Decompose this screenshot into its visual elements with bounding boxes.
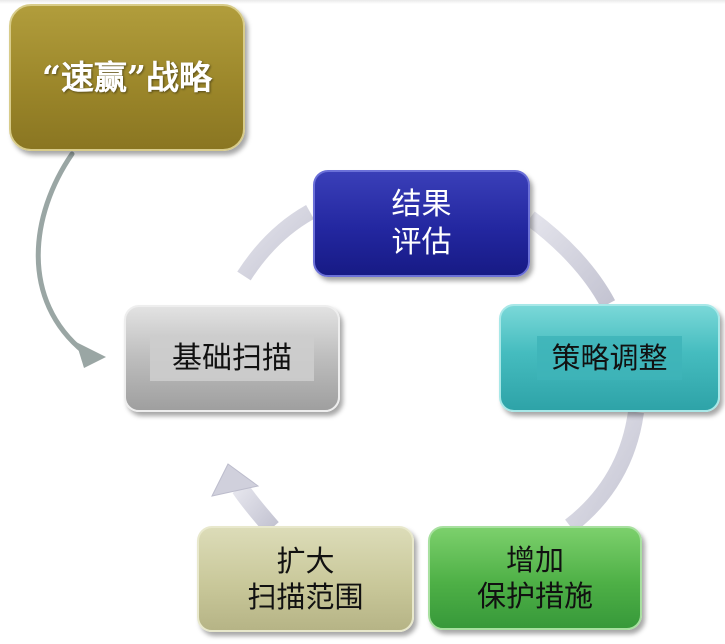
expand-scan-label-line-1: 扩大	[276, 543, 335, 578]
strategy-adjust-label: 策略调整	[551, 340, 668, 375]
top-border	[0, 0, 725, 4]
cycle-arrowhead-icon	[211, 463, 260, 497]
entry-arrow	[35, 151, 87, 355]
entry-arrowhead-icon	[76, 342, 106, 368]
basic-scan-box: 基础扫描	[124, 305, 340, 412]
basic-scan-label: 基础扫描	[172, 340, 292, 376]
results-label-line-1: 结果	[391, 187, 452, 222]
results-label-line-2: 评估	[391, 224, 452, 260]
cycle-arrow-expand-to-scan	[232, 482, 279, 534]
cycle-arrow-results-to-adjust	[525, 211, 616, 308]
strategy-label: “速赢”战略	[42, 57, 212, 97]
results-box: 结果 评估	[313, 170, 530, 277]
strategy-box: “速赢”战略	[9, 4, 245, 151]
cycle-arrow-adjust-to-protect	[565, 410, 644, 533]
strategy-adjust-box: 策略调整	[499, 304, 720, 412]
cycle-arrow-scan-to-results	[237, 205, 315, 281]
protection-box: 增加 保护措施	[428, 526, 642, 630]
protection-label-line-2: 保护措施	[476, 579, 593, 613]
expand-scan-box: 扩大 扫描范围	[197, 526, 414, 632]
protection-label-line-1: 增加	[505, 542, 564, 577]
expand-scan-label-line-2: 扫描范围	[247, 580, 364, 614]
